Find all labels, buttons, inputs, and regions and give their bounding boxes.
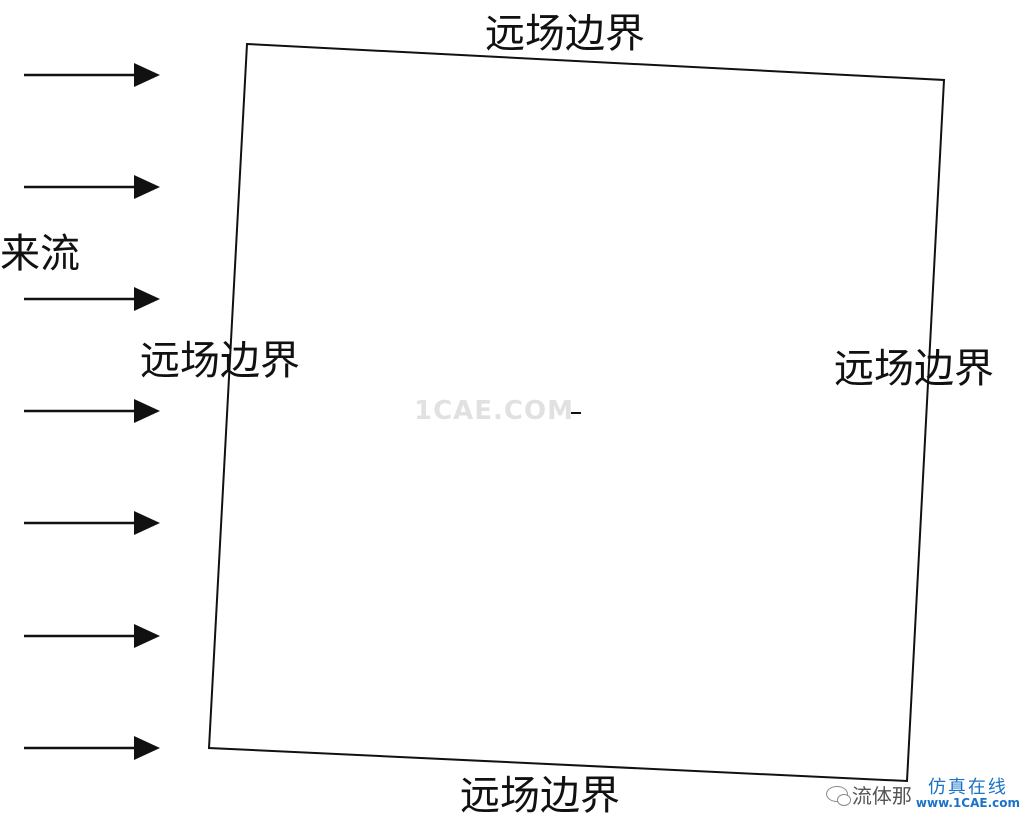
inflow-arrowhead — [134, 399, 160, 423]
wechat-icon — [825, 786, 851, 806]
source-badge: 流体那 仿真在线 www.1CAE.com — [825, 777, 1020, 810]
far-field-boundary-label-top: 远场边界 — [485, 11, 645, 57]
site-name: 仿真在线 — [927, 777, 1008, 798]
far-field-boundary-label-left: 远场边界 — [140, 338, 300, 384]
account-name: 流体那 — [851, 783, 912, 808]
far-field-boundary-label-right: 远场边界 — [834, 346, 994, 392]
site-logo: 仿真在线 www.1CAE.com — [915, 777, 1020, 810]
watermark-text: 1CAE.COM — [414, 396, 574, 426]
site-url: www.1CAE.com — [915, 796, 1020, 810]
inflow-arrowhead — [134, 63, 160, 87]
inflow-arrows — [24, 63, 160, 760]
inflow-label: 来流 — [0, 231, 80, 277]
far-field-boundary-label-bottom: 远场边界 — [460, 773, 620, 819]
inflow-arrowhead — [134, 287, 160, 311]
inflow-arrowhead — [134, 624, 160, 648]
inflow-arrowhead — [134, 175, 160, 199]
inflow-arrowhead — [134, 736, 160, 760]
inflow-arrowhead — [134, 511, 160, 535]
far-field-boundary-quadrilateral — [207, 42, 946, 783]
